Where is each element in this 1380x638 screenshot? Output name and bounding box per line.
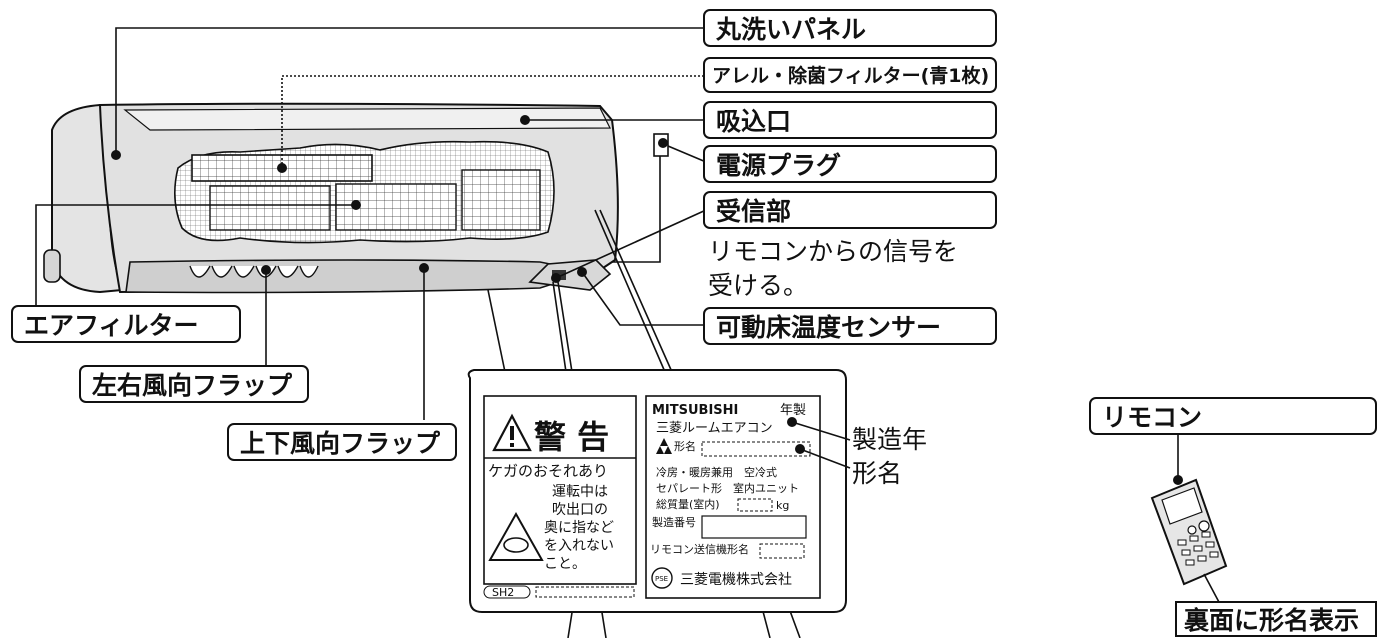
callout-sensor-text: 可動床温度センサー — [716, 313, 941, 342]
warning-line1: 運転中は — [552, 484, 608, 500]
unit-left-foot — [43, 249, 61, 283]
rating-pse: PSE — [655, 575, 668, 583]
rating-weight-box — [737, 498, 773, 512]
rating-plate-frame — [645, 395, 821, 599]
warning-line2: 吹出口の — [552, 502, 608, 518]
dot-ud-flap — [419, 263, 429, 273]
dot-allergen — [277, 163, 287, 173]
callout-air-filter-text: エアフィルター — [24, 311, 199, 340]
rating-product: 三菱ルームエアコン — [656, 421, 773, 436]
warning-title: 警 告 — [534, 418, 609, 456]
callout-lr-flap: 左右風向フラップ — [79, 365, 309, 403]
intake-lip — [123, 107, 611, 131]
callout-ud-flap: 上下風向フラップ — [227, 423, 457, 461]
dot-remote — [1173, 475, 1183, 485]
callout-allergen-filter: アレル・除菌フィルター(青1枚) — [703, 57, 997, 93]
rating-maker: 三菱電機株式会社 — [680, 572, 792, 588]
callout-plug-text: 電源プラグ — [716, 151, 841, 180]
callout-remote-text: リモコン — [1102, 403, 1202, 432]
rating-weight-label: 総質量(室内) — [656, 497, 720, 511]
callout-power-plug: 電源プラグ — [703, 145, 997, 183]
rating-spec1: 冷房・暖房兼用 空冷式 — [656, 465, 777, 479]
warning-line4: を入れない — [544, 538, 614, 554]
dot-receiver — [551, 273, 561, 283]
pse-mark-icon — [651, 567, 673, 589]
callout-remote: リモコン — [1089, 397, 1377, 435]
rating-serial-box — [701, 515, 807, 539]
rating-spec2: セパレート形 室内ユニット — [656, 481, 799, 495]
rating-weight-unit: kg — [776, 499, 789, 512]
label-plate: 警 告 ケガのおそれあり 運転中は 吹出口の 奥に指など を入れない こと。 S… — [467, 369, 851, 613]
callout-lr-flap-text: 左右風向フラップ — [92, 371, 293, 400]
power-cord — [612, 150, 661, 263]
callout-floor-sensor: 可動床温度センサー — [703, 307, 997, 345]
warning-triangle-icon — [492, 413, 532, 452]
receiver-desc-line2: 受ける。 — [708, 271, 808, 300]
indoor-unit — [43, 102, 669, 294]
warning-code-box — [535, 586, 635, 598]
rating-remote-model-label: リモコン送信機形名 — [650, 542, 749, 556]
callout-panel-text: 丸洗いパネル — [715, 15, 866, 44]
warning-line5: こと。 — [544, 556, 586, 572]
caution-hand-icon — [488, 511, 544, 561]
dot-intake — [520, 115, 530, 125]
dot-panel — [111, 150, 121, 160]
warning-code-pill — [483, 585, 531, 599]
rating-brand: MITSUBISHI — [652, 403, 738, 418]
dot-sensor — [577, 267, 587, 277]
rating-model-box — [701, 441, 811, 457]
callout-model-on-back-text: 裏面に形名表示 — [1183, 606, 1359, 635]
leader-lines — [35, 27, 801, 638]
callout-allergen-text: アレル・除菌フィルター(青1枚) — [712, 64, 989, 87]
dot-air-filter — [351, 200, 361, 210]
warning-code: SH2 — [492, 586, 514, 599]
rating-year-label: 年製 — [780, 403, 806, 418]
receiver-desc-line1: リモコンからの信号を — [708, 237, 958, 266]
air-filter-left — [209, 185, 331, 231]
mitsubishi-logo-icon — [656, 438, 672, 454]
callout-ud-flap-text: 上下風向フラップ — [240, 429, 441, 458]
warning-subtitle: ケガのおそれあり — [488, 462, 608, 480]
rating-model-label: 形名 — [674, 439, 696, 453]
plate-manufacture-year-label: 製造年 — [852, 425, 927, 454]
dot-plug — [658, 138, 668, 148]
callout-intake-text: 吸込口 — [716, 107, 791, 136]
callout-intake: 吸込口 — [703, 101, 997, 139]
callout-receiver: 受信部 — [703, 191, 997, 229]
dot-lr-flap — [261, 265, 271, 275]
rating-serial-label: 製造番号 — [652, 515, 696, 529]
callout-panel: 丸洗いパネル — [703, 9, 997, 47]
rating-remote-model-box — [759, 543, 805, 559]
plate-model-name-label: 形名 — [852, 459, 902, 488]
callout-model-on-back: 裏面に形名表示 — [1175, 601, 1377, 637]
callout-receiver-text: 受信部 — [716, 197, 791, 226]
callout-air-filter: エアフィルター — [11, 305, 241, 343]
remote-control — [1150, 478, 1228, 586]
warning-line3: 奥に指など — [544, 519, 614, 536]
air-filter-right — [461, 169, 541, 231]
